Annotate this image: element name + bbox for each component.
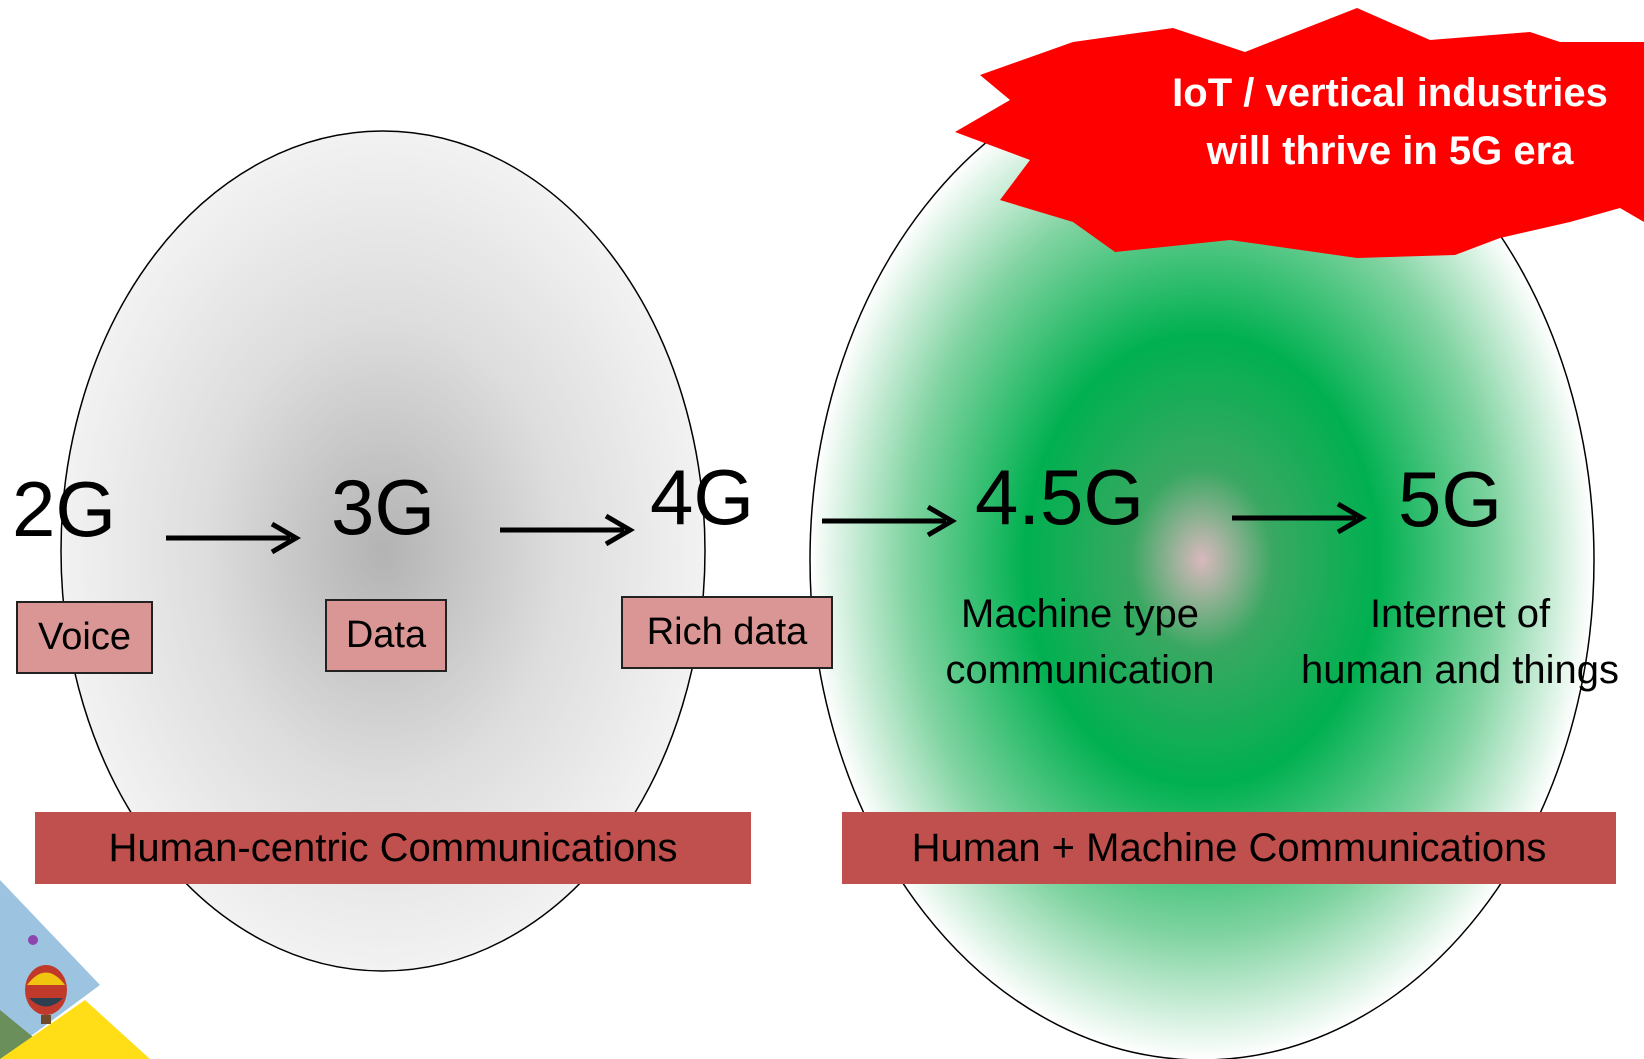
gen-2g-label: 2G (12, 465, 117, 553)
arrow-2g-3g (166, 521, 301, 555)
gen-3g-label: 3G (331, 463, 436, 551)
desc-internet-of-things: Internet of human and things (1300, 592, 1619, 692)
callout-text: IoT / vertical industries will thrive in… (1172, 71, 1608, 173)
corner-balloon-image (0, 880, 150, 1059)
tag-data: Data (325, 599, 447, 672)
arrow-45g-5g (1232, 501, 1367, 535)
arrow-4g-45g (822, 504, 957, 538)
tag-rich-data: Rich data (621, 596, 833, 669)
tag-data-label: Data (345, 614, 427, 656)
band-human-machine: Human + Machine Communications (842, 812, 1616, 884)
tag-voice-label: Voice (38, 616, 131, 658)
tag-voice: Voice (16, 601, 153, 674)
callout-burst (955, 8, 1644, 258)
desc-machine-type: Machine type communication (945, 592, 1215, 692)
band-human-centric: Human-centric Communications (35, 812, 751, 884)
human-centric-oval (60, 130, 706, 972)
gen-5g-label: 5G (1398, 455, 1503, 543)
arrow-3g-4g (500, 513, 635, 547)
band-human-machine-label: Human + Machine Communications (911, 825, 1547, 870)
gen-45g-label: 4.5G (975, 453, 1145, 541)
band-human-centric-label: Human-centric Communications (108, 825, 678, 870)
gen-4g-label: 4G (650, 453, 755, 541)
tag-rich-data-label: Rich data (646, 611, 808, 653)
